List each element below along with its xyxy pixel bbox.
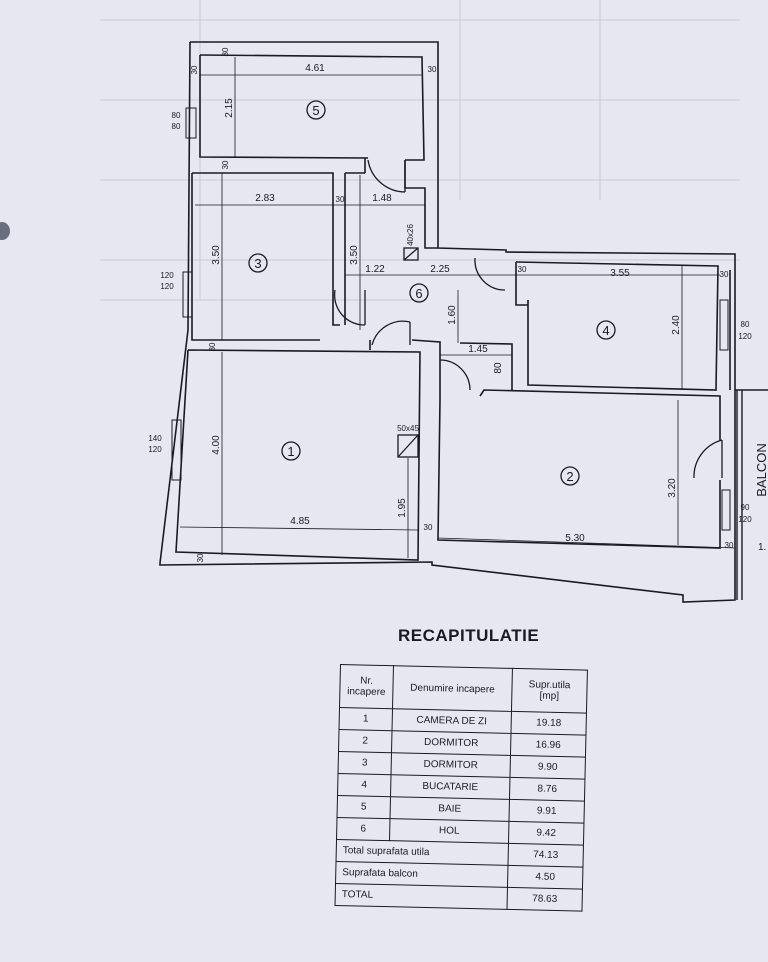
room-4-number: 4 bbox=[602, 323, 609, 338]
row-nr: 6 bbox=[336, 817, 391, 841]
dim-4-61: 4.61 bbox=[305, 63, 325, 74]
row-nr: 5 bbox=[337, 795, 391, 819]
header-nr: Nr. incapere bbox=[339, 664, 394, 709]
grand-total-row: TOTAL 78.63 bbox=[335, 883, 583, 912]
dim-1-95: 1.95 bbox=[397, 498, 408, 518]
dim-1-60: 1.60 bbox=[447, 305, 458, 325]
vent-50x45-label: 50x45 bbox=[397, 424, 419, 433]
window-80-left: 80 bbox=[172, 111, 181, 120]
mark-30-c: 30 bbox=[428, 65, 437, 74]
dim-3-50-room3: 3.50 bbox=[211, 245, 222, 265]
header-name: Denumire incapere bbox=[392, 665, 513, 712]
dim-3-50-hall: 3.50 bbox=[349, 245, 360, 265]
window-120-room3: 120 bbox=[160, 271, 174, 280]
dim-2-15: 2.15 bbox=[224, 98, 235, 118]
grand-total-label: TOTAL bbox=[335, 883, 508, 910]
mark-30-b: 30 bbox=[190, 65, 199, 74]
balcony-label: BALCON bbox=[754, 443, 768, 496]
recap-header-row: Nr. incapere Denumire incapere Supr.util… bbox=[339, 664, 588, 714]
room-1-number: 1 bbox=[287, 444, 294, 459]
background-ghost-grid bbox=[100, 0, 740, 301]
recap-title: RECAPITULATIE bbox=[398, 626, 540, 645]
mark-30-d: 30 bbox=[221, 160, 230, 169]
vent-40x26-label: 40x26 bbox=[406, 224, 415, 246]
header-nr-line1: Nr. bbox=[360, 675, 374, 687]
window-80-kitchen: 80 bbox=[741, 320, 750, 329]
row-nr: 4 bbox=[337, 773, 392, 797]
window-120-room3-sub: 120 bbox=[160, 282, 174, 291]
room-6-number: 6 bbox=[415, 286, 422, 301]
door-swings bbox=[333, 159, 723, 479]
mark-30-e: 30 bbox=[336, 195, 345, 204]
dim-2-40: 2.40 bbox=[671, 315, 682, 335]
room-markers bbox=[248, 100, 616, 486]
grand-total-value: 78.63 bbox=[506, 887, 583, 912]
row-nr: 2 bbox=[338, 729, 393, 753]
mark-30-j: 30 bbox=[196, 553, 205, 562]
row-name: CAMERA DE ZI bbox=[392, 708, 512, 734]
room-5-number: 5 bbox=[312, 103, 319, 118]
floor-plan: BALCON 5 3 6 4 1 2 4.61 2.15 2.83 1.48 3… bbox=[100, 0, 768, 603]
row-name: HOL bbox=[389, 818, 509, 844]
dim-1-22: 1.22 bbox=[365, 264, 385, 275]
window-120-kitchen: 120 bbox=[738, 332, 752, 341]
total-useful-value: 74.13 bbox=[507, 843, 584, 868]
row-area: 9.42 bbox=[508, 821, 584, 846]
mark-30-i: 30 bbox=[424, 523, 433, 532]
row-area: 8.76 bbox=[509, 777, 585, 802]
windows bbox=[171, 107, 731, 531]
punch-hole bbox=[0, 222, 10, 240]
mark-30-f: 30 bbox=[518, 265, 527, 274]
window-120-bedroom: 120 bbox=[738, 515, 752, 524]
dim-2-83: 2.83 bbox=[255, 193, 275, 204]
dim-3-55: 3.55 bbox=[610, 268, 630, 279]
dim-4-00: 4.00 bbox=[211, 435, 222, 455]
dim-1-48: 1.48 bbox=[372, 193, 392, 204]
window-90-bedroom: 90 bbox=[741, 503, 750, 512]
mark-30-a: 30 bbox=[221, 47, 230, 56]
window-120-room1: 120 bbox=[148, 445, 162, 454]
balcony-area-value: 4.50 bbox=[507, 865, 583, 890]
window-140-room1: 140 bbox=[148, 434, 162, 443]
row-area: 19.18 bbox=[510, 711, 587, 736]
ventilation-ducts bbox=[397, 247, 419, 458]
dim-3-20: 3.20 bbox=[667, 478, 678, 498]
row-nr: 3 bbox=[338, 751, 392, 775]
dim-80-vertical: 80 bbox=[493, 362, 504, 374]
walls bbox=[159, 41, 736, 603]
dimension-lines bbox=[179, 57, 736, 558]
room-2-number: 2 bbox=[566, 469, 573, 484]
row-name: DORMITOR bbox=[391, 730, 511, 756]
row-name: DORMITOR bbox=[391, 752, 511, 778]
dim-5-30: 5.30 bbox=[565, 533, 585, 544]
row-area: 9.90 bbox=[509, 755, 586, 780]
header-area: Supr.utila [mp] bbox=[511, 668, 588, 714]
row-area: 16.96 bbox=[510, 733, 586, 758]
balcony-outline bbox=[735, 389, 768, 600]
dim-2-25: 2.25 bbox=[430, 264, 450, 275]
header-nr-line2: incapere bbox=[347, 686, 386, 699]
row-nr: 1 bbox=[339, 707, 393, 731]
dim-4-85: 4.85 bbox=[290, 516, 310, 527]
mark-30-g: 30 bbox=[720, 270, 729, 279]
dim-1-45: 1.45 bbox=[468, 344, 488, 355]
dim-1-partial: 1. bbox=[758, 542, 766, 553]
mark-30-k: 30 bbox=[725, 541, 734, 550]
row-area: 9.91 bbox=[508, 799, 585, 824]
recap-table: Nr. incapere Denumire incapere Supr.util… bbox=[335, 664, 588, 912]
row-name: BUCATARIE bbox=[390, 774, 510, 800]
room-3-number: 3 bbox=[254, 256, 261, 271]
header-area-line1: Supr.utila bbox=[528, 679, 571, 692]
header-area-line2: [mp] bbox=[539, 690, 560, 702]
window-80-left-sub: 80 bbox=[172, 122, 181, 131]
row-name: BAIE bbox=[390, 796, 510, 822]
mark-30-h: 30 bbox=[208, 342, 217, 351]
